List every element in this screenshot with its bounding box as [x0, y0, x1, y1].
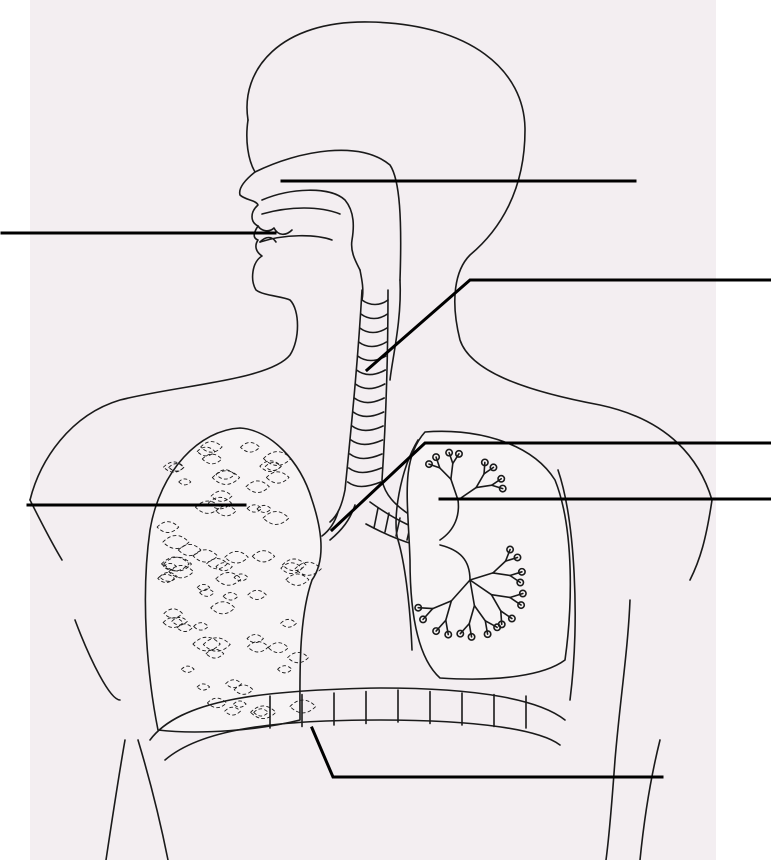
torso-left-outline	[30, 500, 125, 860]
trachea-ring	[349, 468, 382, 473]
bronchus-ring	[374, 508, 378, 528]
trachea-ring	[362, 300, 388, 305]
trachea-ring	[357, 370, 386, 375]
bronchus-ring	[385, 513, 389, 532]
label-line-trachea[interactable]	[367, 280, 771, 370]
trachea-ring	[355, 384, 384, 389]
bronchiole	[418, 608, 432, 609]
trachea-ring	[360, 328, 387, 333]
trachea-ring	[359, 342, 387, 347]
bronchiole	[501, 611, 502, 624]
trachea-ring	[352, 426, 383, 431]
nasal-cavity-outline	[255, 150, 401, 280]
trachea-ring	[348, 482, 381, 487]
arm-right-line	[640, 740, 660, 860]
tongue-line	[262, 208, 340, 214]
lung-right-side	[407, 431, 570, 679]
body-outline	[247, 22, 712, 500]
palate	[262, 190, 360, 270]
label-line-diaphragm[interactable]	[312, 728, 662, 777]
trachea-ring	[361, 314, 388, 319]
trachea-ring	[354, 398, 384, 403]
oral-cavity	[260, 236, 332, 242]
trachea-ring	[351, 440, 383, 445]
torso-right-outline	[606, 500, 712, 860]
bronchiole	[484, 462, 485, 473]
trachea-ring	[353, 412, 383, 417]
trachea-left-wall	[330, 290, 362, 522]
arm-left-line	[138, 740, 168, 860]
trachea-ring	[350, 454, 382, 459]
pharynx-wall-back	[390, 280, 400, 380]
